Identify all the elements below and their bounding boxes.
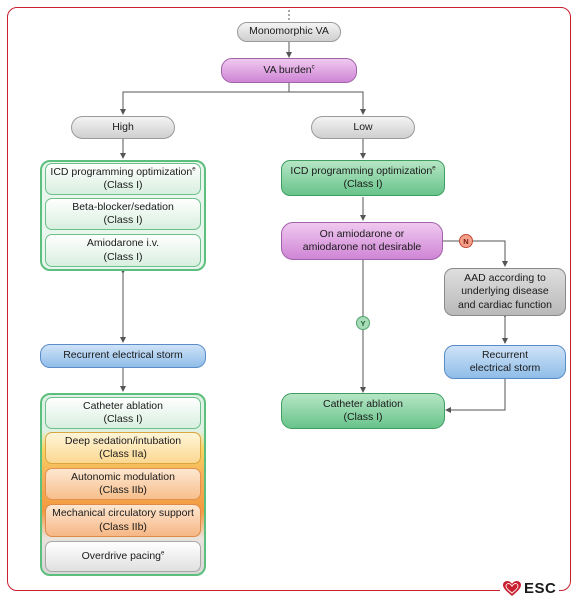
esc-logo-text: ESC bbox=[524, 580, 557, 597]
aad-line1: AAD according to bbox=[464, 272, 546, 285]
amiodarone-iv-line1: Amiodarone i.v. bbox=[86, 237, 160, 250]
icd-programming-high: ICD programming optimizatione (Class I) bbox=[45, 163, 201, 195]
yes-badge: Y bbox=[356, 316, 370, 330]
catheter-ablation-high: Catheter ablation (Class I) bbox=[45, 397, 201, 429]
catheter-ablation-high-line1: Catheter ablation bbox=[83, 399, 163, 412]
deep-sedation-line1: Deep sedation/intubation bbox=[64, 434, 182, 447]
branch-high: High bbox=[71, 116, 175, 139]
esc-logo: ESC bbox=[500, 580, 560, 597]
icd-programming-low: ICD programming optimizatione (Class I) bbox=[281, 160, 445, 196]
beta-blocker-node: Beta-blocker/sedation (Class I) bbox=[45, 198, 201, 230]
recurrent-storm-left-label: Recurrent electrical storm bbox=[63, 349, 183, 362]
mechanical-support-line1: Mechanical circulatory support bbox=[52, 507, 194, 520]
mechanical-support-node: Mechanical circulatory support (Class II… bbox=[45, 504, 201, 537]
recurrent-storm-right: Recurrent electrical storm bbox=[444, 345, 566, 379]
aad-line2: underlying disease bbox=[461, 285, 549, 298]
deep-sedation-node: Deep sedation/intubation (Class IIa) bbox=[45, 432, 201, 464]
recurrent-storm-right-line2: electrical storm bbox=[469, 362, 541, 374]
heart-icon bbox=[503, 580, 521, 596]
icd-programming-high-line1: ICD programming optimizatione bbox=[50, 165, 196, 178]
start-label: Monomorphic VA bbox=[249, 25, 329, 38]
beta-blocker-line1: Beta-blocker/sedation bbox=[72, 200, 174, 213]
catheter-ablation-high-line2: (Class I) bbox=[103, 413, 143, 425]
catheter-ablation-low-line1: Catheter ablation bbox=[323, 397, 403, 410]
start-node: Monomorphic VA bbox=[237, 22, 341, 42]
amiodarone-decision-line2: amiodarone not desirable bbox=[302, 241, 422, 253]
icd-programming-low-line1: ICD programming optimizatione bbox=[290, 164, 436, 177]
no-badge: N bbox=[459, 234, 473, 248]
arrow-amio-no bbox=[443, 240, 508, 267]
recurrent-storm-left: Recurrent electrical storm bbox=[40, 344, 206, 368]
va-burden-node: VA burdenc bbox=[221, 58, 357, 83]
catheter-ablation-low-line2: (Class I) bbox=[343, 411, 383, 423]
overdrive-pacing-node: Overdrive pacinge bbox=[45, 541, 201, 572]
yes-badge-label: Y bbox=[360, 318, 366, 328]
overdrive-pacing-label: Overdrive pacinge bbox=[81, 549, 165, 562]
icd-programming-high-line2: (Class I) bbox=[103, 179, 143, 191]
deep-sedation-line2: (Class IIa) bbox=[99, 448, 147, 460]
arrow-burden-to-high bbox=[120, 83, 290, 115]
no-badge-label: N bbox=[463, 236, 469, 246]
arrow-burden-to-low bbox=[289, 91, 366, 115]
arrow-storm-ablation bbox=[445, 379, 506, 413]
branch-high-label: High bbox=[112, 120, 134, 133]
amiodarone-iv-line2: (Class I) bbox=[103, 250, 143, 263]
aad-node: AAD according to underlying disease and … bbox=[444, 268, 566, 316]
autonomic-modulation-line1: Autonomic modulation bbox=[71, 470, 175, 483]
autonomic-modulation-line2: (Class IIb) bbox=[99, 484, 147, 496]
amiodarone-decision: On amiodarone or amiodarone not desirabl… bbox=[281, 222, 443, 260]
icd-programming-low-line2: (Class I) bbox=[343, 178, 383, 190]
branch-low-label: Low bbox=[353, 120, 373, 133]
amiodarone-iv-node: Amiodarone i.v. (Class I) bbox=[45, 234, 201, 267]
branch-low: Low bbox=[311, 116, 415, 139]
catheter-ablation-low: Catheter ablation (Class I) bbox=[281, 393, 445, 429]
va-burden-label: VA burdenc bbox=[263, 63, 315, 76]
figure-frame bbox=[7, 7, 571, 591]
amiodarone-decision-line1: On amiodarone or bbox=[319, 227, 405, 240]
recurrent-storm-right-line1: Recurrent bbox=[481, 348, 529, 361]
autonomic-modulation-node: Autonomic modulation (Class IIb) bbox=[45, 468, 201, 500]
aad-line3: and cardiac function bbox=[458, 298, 552, 311]
beta-blocker-line2: (Class I) bbox=[103, 214, 143, 226]
mechanical-support-line2: (Class IIb) bbox=[99, 520, 147, 533]
